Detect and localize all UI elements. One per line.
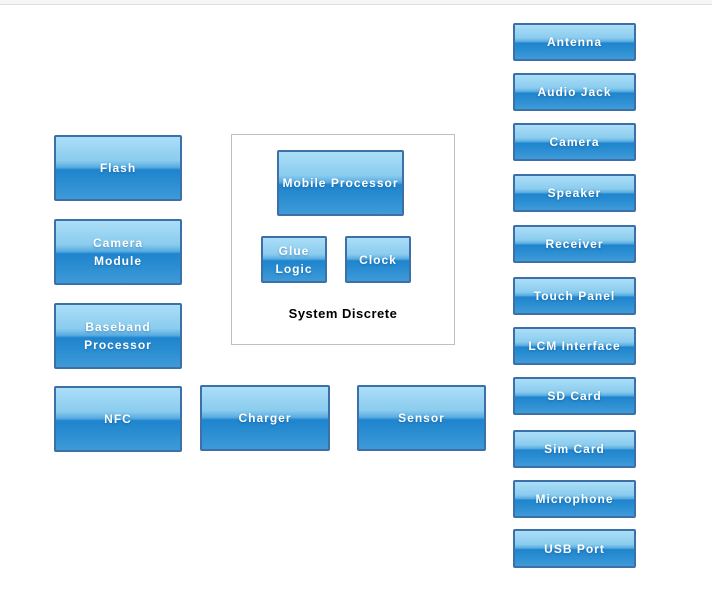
node-clock-label: Clock bbox=[359, 252, 397, 267]
node-microphone[interactable]: Microphone bbox=[513, 480, 636, 518]
node-mobile-processor-label: Mobile Processor bbox=[282, 176, 399, 190]
node-speaker-label: Speaker bbox=[547, 186, 602, 200]
node-baseband-processor-label: Baseband Processor bbox=[84, 320, 152, 352]
node-nfc-label: NFC bbox=[104, 412, 132, 426]
node-sensor[interactable]: Sensor bbox=[357, 385, 486, 451]
node-lcm-interface[interactable]: LCM Interface bbox=[513, 327, 636, 365]
node-speaker[interactable]: Speaker bbox=[513, 174, 636, 212]
node-receiver-label: Receiver bbox=[545, 237, 604, 251]
node-glue-logic[interactable]: Glue Logic bbox=[261, 236, 327, 283]
node-audio-jack[interactable]: Audio Jack bbox=[513, 73, 636, 111]
node-charger-label: Charger bbox=[238, 411, 292, 425]
node-touch-panel-label: Touch Panel bbox=[533, 289, 616, 303]
node-sensor-label: Sensor bbox=[398, 411, 445, 425]
top-divider bbox=[0, 0, 712, 5]
node-camera-label: Camera bbox=[549, 135, 600, 149]
node-receiver[interactable]: Receiver bbox=[513, 225, 636, 263]
node-nfc[interactable]: NFC bbox=[54, 386, 182, 452]
node-flash[interactable]: Flash bbox=[54, 135, 182, 201]
node-charger[interactable]: Charger bbox=[200, 385, 330, 451]
node-camera-module[interactable]: Camera Module bbox=[54, 219, 182, 285]
node-flash-label: Flash bbox=[99, 161, 137, 175]
node-usb-port-label: USB Port bbox=[544, 541, 605, 556]
node-sd-card-label: SD Card bbox=[547, 389, 602, 403]
node-sim-card-label: Sim Card bbox=[544, 442, 605, 456]
node-antenna-label: Antenna bbox=[547, 35, 602, 49]
node-touch-panel[interactable]: Touch Panel bbox=[513, 277, 636, 315]
system-discrete-label: System Discrete bbox=[288, 306, 398, 321]
node-camera[interactable]: Camera bbox=[513, 123, 636, 161]
node-lcm-interface-label: LCM Interface bbox=[528, 339, 621, 353]
node-mobile-processor[interactable]: Mobile Processor bbox=[277, 150, 404, 216]
node-clock[interactable]: Clock bbox=[345, 236, 411, 283]
node-sim-card[interactable]: Sim Card bbox=[513, 430, 636, 468]
node-microphone-label: Microphone bbox=[535, 492, 614, 506]
node-glue-logic-label: Glue Logic bbox=[275, 243, 313, 276]
node-sd-card[interactable]: SD Card bbox=[513, 377, 636, 415]
node-camera-module-label: Camera Module bbox=[92, 236, 144, 268]
node-baseband-processor[interactable]: Baseband Processor bbox=[54, 303, 182, 369]
node-audio-jack-label: Audio Jack bbox=[537, 85, 612, 99]
node-antenna[interactable]: Antenna bbox=[513, 23, 636, 61]
node-usb-port[interactable]: USB Port bbox=[513, 529, 636, 568]
